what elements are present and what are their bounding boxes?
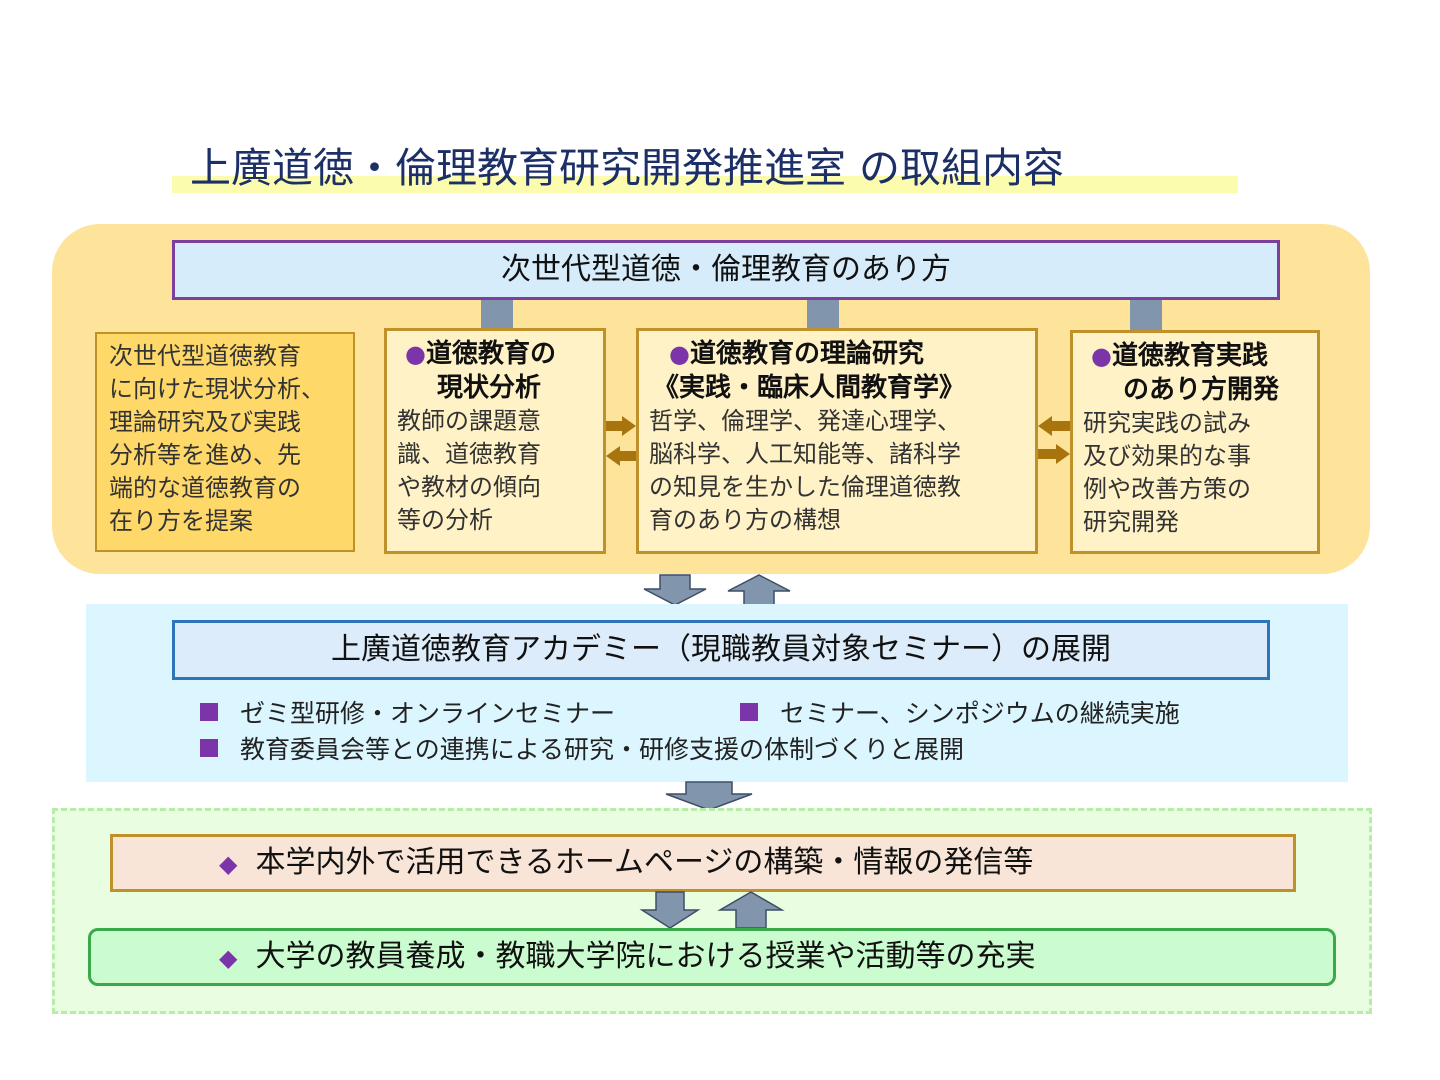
panel-title-line: 道徳教育実践	[1111, 341, 1268, 371]
connector-2	[807, 300, 839, 330]
panel-title-line: 現状分析	[437, 373, 542, 403]
arrow-down-icon	[643, 574, 707, 606]
connector-1	[481, 300, 513, 330]
university-outcome-box: ◆大学の教員養成・教職大学院における授業や活動等の充実	[88, 928, 1336, 986]
connector-3	[1130, 300, 1162, 330]
panel-current-analysis: ●道徳教育の 現状分析 教師の課題意 識、道徳教育 や教材の傾向 等の分析	[384, 328, 606, 554]
title-highlight	[172, 176, 1238, 193]
panel-title-line: 《実践・臨床人間教育学》	[653, 373, 966, 403]
academy-bullet: ゼミ型研修・オンラインセミナー	[200, 696, 615, 732]
panel-body-line: 研究実践の試み	[1083, 409, 1251, 437]
square-bullet-icon	[200, 739, 218, 757]
panel-title-line: 道徳教育の理論研究	[689, 339, 924, 369]
summary-line: 分析等を進め、先	[109, 441, 301, 469]
panel-theory-research: ●道徳教育の理論研究 《実践・臨床人間教育学》 哲学、倫理学、発達心理学、 脳科…	[636, 328, 1038, 554]
homepage-outcome-box: ◆本学内外で活用できるホームページの構築・情報の発信等	[110, 834, 1296, 892]
academy-title-box: 上廣道徳教育アカデミー（現職教員対象セミナー）の展開	[172, 620, 1270, 680]
panel-body-line: 例や改善方策の	[1083, 475, 1251, 503]
panel-body-line: の知見を生かした倫理道徳教	[649, 473, 961, 501]
panel-body-line: や教材の傾向	[397, 473, 541, 501]
arrow-right-icon	[606, 416, 636, 436]
panel-practice-development: ●道徳教育実践 のあり方開発 研究実践の試み 及び効果的な事 例や改善方策の 研…	[1070, 330, 1320, 554]
arrow-down-icon	[665, 781, 753, 811]
diamond-bullet-icon: ◆	[219, 850, 238, 878]
summary-line: に向けた現状分析、	[109, 375, 325, 403]
square-bullet-icon	[200, 703, 218, 721]
bullet-dot-icon: ●	[405, 340, 426, 368]
bullet-dot-icon: ●	[1091, 342, 1112, 370]
arrow-up-icon	[727, 574, 791, 606]
panel-body-line: 及び効果的な事	[1083, 442, 1251, 470]
summary-line: 在り方を提案	[109, 507, 253, 535]
panel-body-line: 識、道徳教育	[397, 440, 541, 468]
summary-line: 次世代型道徳教育	[109, 342, 301, 370]
academy-bullet: セミナー、シンポジウムの継続実施	[740, 696, 1180, 732]
panel-body-line: 研究開発	[1083, 508, 1179, 536]
arrow-left-icon	[606, 446, 636, 466]
square-bullet-icon	[740, 703, 758, 721]
panel-body-line: 育のあり方の構想	[649, 506, 841, 534]
diamond-bullet-icon: ◆	[219, 944, 238, 972]
panel-body-line: 教師の課題意	[397, 407, 541, 435]
panel-title-line: のあり方開発	[1123, 375, 1280, 405]
panel-body-line: 哲学、倫理学、発達心理学、	[649, 407, 961, 435]
summary-line: 理論研究及び実践	[109, 408, 301, 436]
page-title: 上廣道徳・倫理教育研究開発推進室 の取組内容	[190, 144, 1065, 192]
panel-title-line: 道徳教育の	[425, 339, 556, 369]
arrow-up-icon	[717, 891, 785, 929]
arrow-right-icon	[1038, 444, 1070, 464]
arrow-down-icon	[639, 891, 701, 929]
summary-line: 端的な道徳教育の	[109, 474, 301, 502]
main-header: 次世代型道徳・倫理教育のあり方	[172, 240, 1280, 300]
panel-body-line: 等の分析	[397, 506, 493, 534]
summary-box: 次世代型道徳教育 に向けた現状分析、 理論研究及び実践 分析等を進め、先 端的な…	[95, 332, 355, 552]
academy-bullet: 教育委員会等との連携による研究・研修支援の体制づくりと展開	[200, 732, 964, 768]
arrow-left-icon	[1038, 416, 1070, 436]
bullet-dot-icon: ●	[669, 340, 690, 368]
panel-body-line: 脳科学、人工知能等、諸科学	[649, 440, 961, 468]
